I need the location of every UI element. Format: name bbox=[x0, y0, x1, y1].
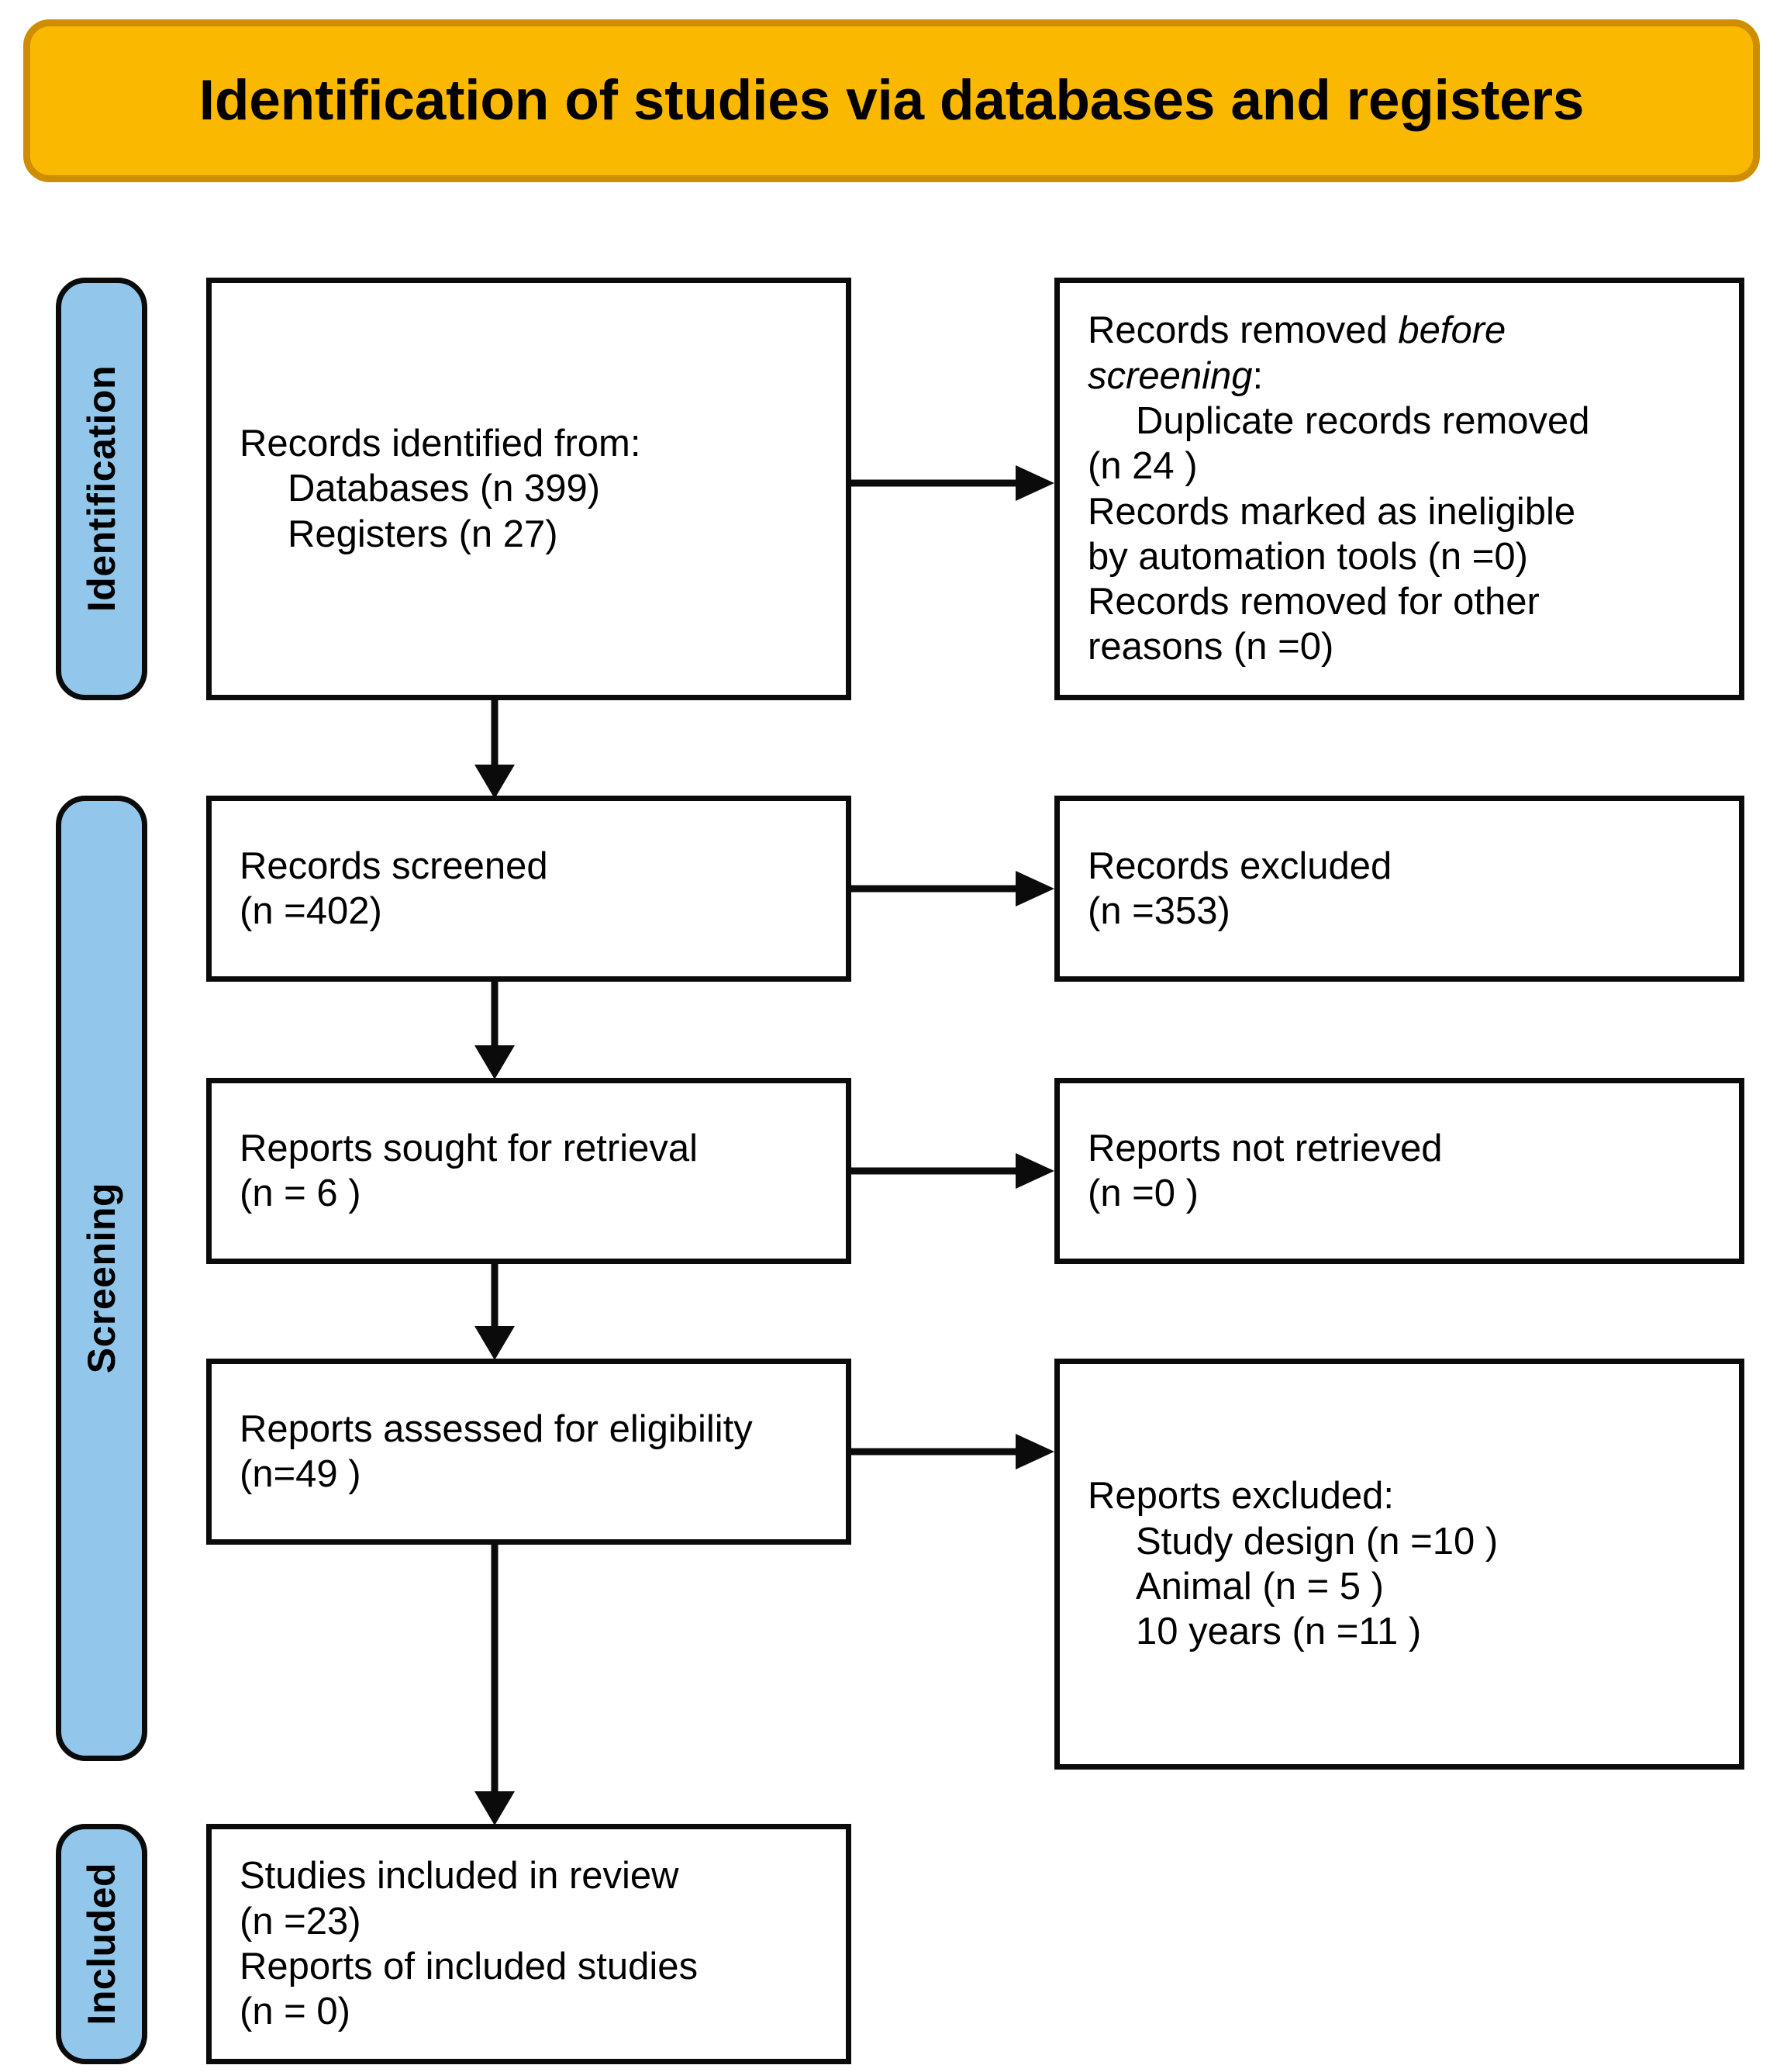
stage-band-screening: Screening bbox=[56, 796, 147, 1761]
studies-included-line-4: (n = 0) bbox=[240, 1991, 350, 2033]
records-removed-line-4: (n 24 ) bbox=[1088, 445, 1198, 488]
records-removed-italic-before: before bbox=[1398, 309, 1506, 352]
studies-included-line-2: (n =23) bbox=[240, 1900, 361, 1942]
records-identified-text: Records identified from:Databases (n 399… bbox=[212, 421, 846, 557]
flow-box-reports-not-retrieved: Reports not retrieved(n =0 ) bbox=[1054, 1078, 1744, 1264]
reports-assessed-line-1: Reports assessed for eligibility bbox=[240, 1407, 753, 1450]
reports-excluded-line-1: Reports excluded: bbox=[1088, 1475, 1394, 1518]
reports-not-retrieved-line-1: Reports not retrieved bbox=[1088, 1127, 1443, 1169]
flow-box-reports-assessed: Reports assessed for eligibility(n=49 ) bbox=[206, 1359, 851, 1545]
reports-sought-line-1: Reports sought for retrieval bbox=[240, 1127, 698, 1169]
flow-box-records-excluded: Records excluded(n =353) bbox=[1054, 796, 1744, 982]
records-excluded-line-2: (n =353) bbox=[1088, 890, 1230, 932]
studies-included-line-3: Reports of included studies bbox=[240, 1946, 699, 1987]
diagram-header-banner: Identification of studies via databases … bbox=[23, 19, 1760, 182]
stage-band-label-identification: Identification bbox=[80, 365, 123, 613]
stage-band-identification: Identification bbox=[56, 278, 147, 700]
reports-not-retrieved-line-2: (n =0 ) bbox=[1088, 1172, 1199, 1214]
flow-box-reports-sought: Reports sought for retrieval(n = 6 ) bbox=[206, 1078, 851, 1264]
records-removed-colon: : bbox=[1252, 354, 1264, 397]
flow-box-records-screened: Records screened(n =402) bbox=[206, 796, 851, 982]
arrow-screened-to-sought bbox=[474, 980, 515, 1079]
reports-assessed-text: Reports assessed for eligibility(n=49 ) bbox=[212, 1407, 846, 1497]
records-removed-italic-screening: screening bbox=[1088, 354, 1253, 397]
arrow-sought-to-not-retrieved bbox=[851, 1153, 1056, 1189]
records-removed-line-8: reasons (n =0) bbox=[1088, 626, 1334, 668]
records-screened-line-2: (n =402) bbox=[240, 890, 382, 932]
records-identified-line-1: Records identified from: bbox=[240, 423, 641, 465]
records-identified-line-3: Registers (n 27) bbox=[288, 513, 558, 555]
arrow-screened-to-records-excluded bbox=[851, 871, 1056, 906]
reports-sought-text: Reports sought for retrieval(n = 6 ) bbox=[212, 1126, 846, 1217]
arrow-sought-to-assessed bbox=[474, 1262, 515, 1360]
flow-box-records-removed-before-screening: Records removed before screening:Duplicat… bbox=[1054, 278, 1744, 700]
reports-excluded-line-4: 10 years (n =11 ) bbox=[1136, 1611, 1422, 1653]
reports-excluded-text: Reports excluded:Study design (n =10 )An… bbox=[1060, 1473, 1739, 1654]
arrow-identified-to-removed bbox=[851, 465, 1056, 501]
arrow-identified-to-screened bbox=[474, 698, 515, 799]
reports-excluded-line-2: Study design (n =10 ) bbox=[1136, 1520, 1499, 1563]
arrow-assessed-to-included bbox=[474, 1543, 515, 1825]
stage-band-label-screening: Screening bbox=[80, 1183, 123, 1374]
reports-assessed-line-2: (n=49 ) bbox=[240, 1453, 361, 1495]
records-screened-line-1: Records screened bbox=[240, 844, 548, 887]
studies-included-text: Studies included in review(n =23)Reports… bbox=[212, 1853, 846, 2034]
stage-band-label-included: Included bbox=[80, 1863, 123, 2025]
records-removed-line-7: Records removed for other bbox=[1088, 581, 1540, 623]
flow-box-reports-excluded: Reports excluded:Study design (n =10 )An… bbox=[1054, 1359, 1744, 1770]
reports-not-retrieved-text: Reports not retrieved(n =0 ) bbox=[1060, 1126, 1739, 1217]
records-excluded-text: Records excluded(n =353) bbox=[1060, 844, 1739, 934]
records-excluded-line-1: Records excluded bbox=[1088, 844, 1392, 887]
page-title: Identification of studies via databases … bbox=[198, 68, 1585, 132]
records-removed-text: Records removed before screening:Duplicat… bbox=[1060, 308, 1739, 669]
records-removed-line-6: by automation tools (n =0) bbox=[1088, 535, 1528, 578]
records-removed-line-5: Records marked as ineligible bbox=[1088, 490, 1576, 533]
studies-included-line-1: Studies included in review bbox=[240, 1855, 679, 1898]
reports-sought-line-2: (n = 6 ) bbox=[240, 1172, 361, 1214]
reports-excluded-line-3: Animal (n = 5 ) bbox=[1136, 1566, 1384, 1608]
records-removed-line-1: Records removed bbox=[1088, 309, 1399, 352]
flow-box-studies-included: Studies included in review(n =23)Reports… bbox=[206, 1824, 851, 2064]
stage-band-included: Included bbox=[56, 1824, 147, 2064]
records-removed-line-3: Duplicate records removed bbox=[1136, 399, 1590, 442]
arrow-assessed-to-reports-excluded bbox=[851, 1434, 1056, 1469]
records-identified-line-2: Databases (n 399) bbox=[288, 468, 601, 510]
records-screened-text: Records screened(n =402) bbox=[212, 844, 846, 934]
flow-box-records-identified: Records identified from:Databases (n 399… bbox=[206, 278, 851, 700]
